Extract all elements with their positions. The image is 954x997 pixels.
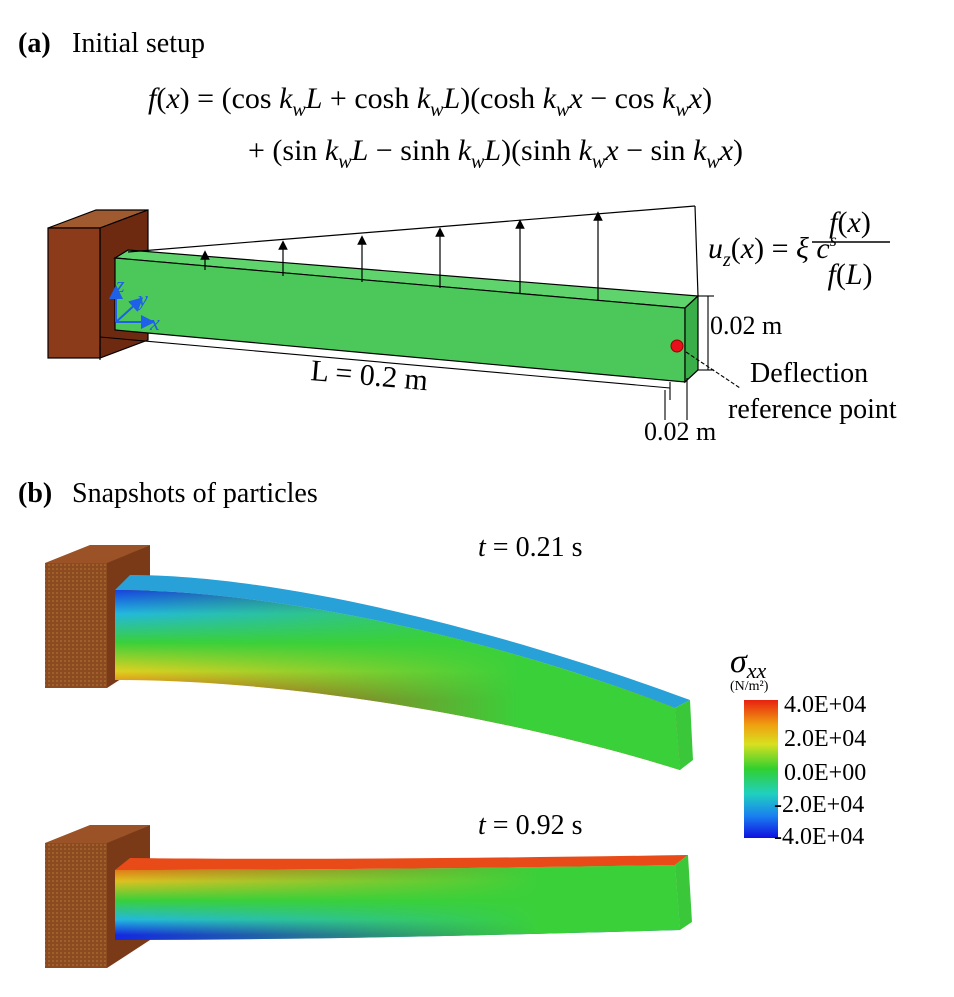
svg-text:f(x) = (cos kwL + cosh kwL)(co: f(x) = (cos kwL + cosh kwL)(cosh kwx − c… <box>148 82 712 121</box>
reference-label-line2: reference point <box>728 394 897 425</box>
snapshot-1 <box>45 545 693 770</box>
height-label: 0.02 m <box>710 311 782 340</box>
svg-text:+ (sin kwL − sinh kwL)(sinh kw: + (sin kwL − sinh kwL)(sinh kwx − sin kw… <box>248 134 743 173</box>
equation-fx: f(x) = (cos kwL + cosh kwL)(cosh kwx − c… <box>148 82 743 173</box>
dimension-lines <box>99 295 741 420</box>
colorbar-symbol: σxx <box>730 643 767 683</box>
time-label-2: t = 0.92 s <box>478 810 582 841</box>
svg-text:f(x): f(x) <box>829 206 871 239</box>
snapshot-2 <box>45 825 692 968</box>
svg-text:f(L): f(L) <box>827 258 872 291</box>
axis-z-label: z <box>115 272 125 297</box>
axis-y-label: y <box>136 286 148 311</box>
width-label: 0.02 m <box>644 417 716 446</box>
panel-b-tag: (b) <box>18 478 52 509</box>
colorbar-tick-3: -2.0E+04 <box>774 792 864 818</box>
equation-uz: uz(x) = ξ cs f(x) f(L) <box>708 206 890 291</box>
panel-a-tag: (a) <box>18 28 51 59</box>
load-arrows <box>127 205 699 300</box>
colorbar-tick-0: 4.0E+04 <box>784 692 866 718</box>
reference-label-line1: Deflection <box>750 358 868 389</box>
axis-x-label: x <box>149 310 160 335</box>
length-label: L = 0.2 m <box>309 354 429 397</box>
axis-triad <box>109 285 155 329</box>
colorbar: σxx (N/m²) 4.0E+04 2.0E+04 0.0E+00 -2.0E… <box>730 643 866 850</box>
panel-a-title: Initial setup <box>72 28 205 59</box>
panel-b-title: Snapshots of particles <box>72 478 318 509</box>
time-label-1: t = 0.21 s <box>478 532 582 563</box>
deflection-reference-point <box>670 339 684 353</box>
colorbar-tick-2: 0.0E+00 <box>784 760 866 786</box>
colorbar-tick-1: 2.0E+04 <box>784 726 866 752</box>
svg-text:uz(x) = ξ cs: uz(x) = ξ cs <box>708 230 837 271</box>
colorbar-unit: (N/m²) <box>730 679 769 694</box>
colorbar-tick-4: -4.0E+04 <box>774 824 864 850</box>
